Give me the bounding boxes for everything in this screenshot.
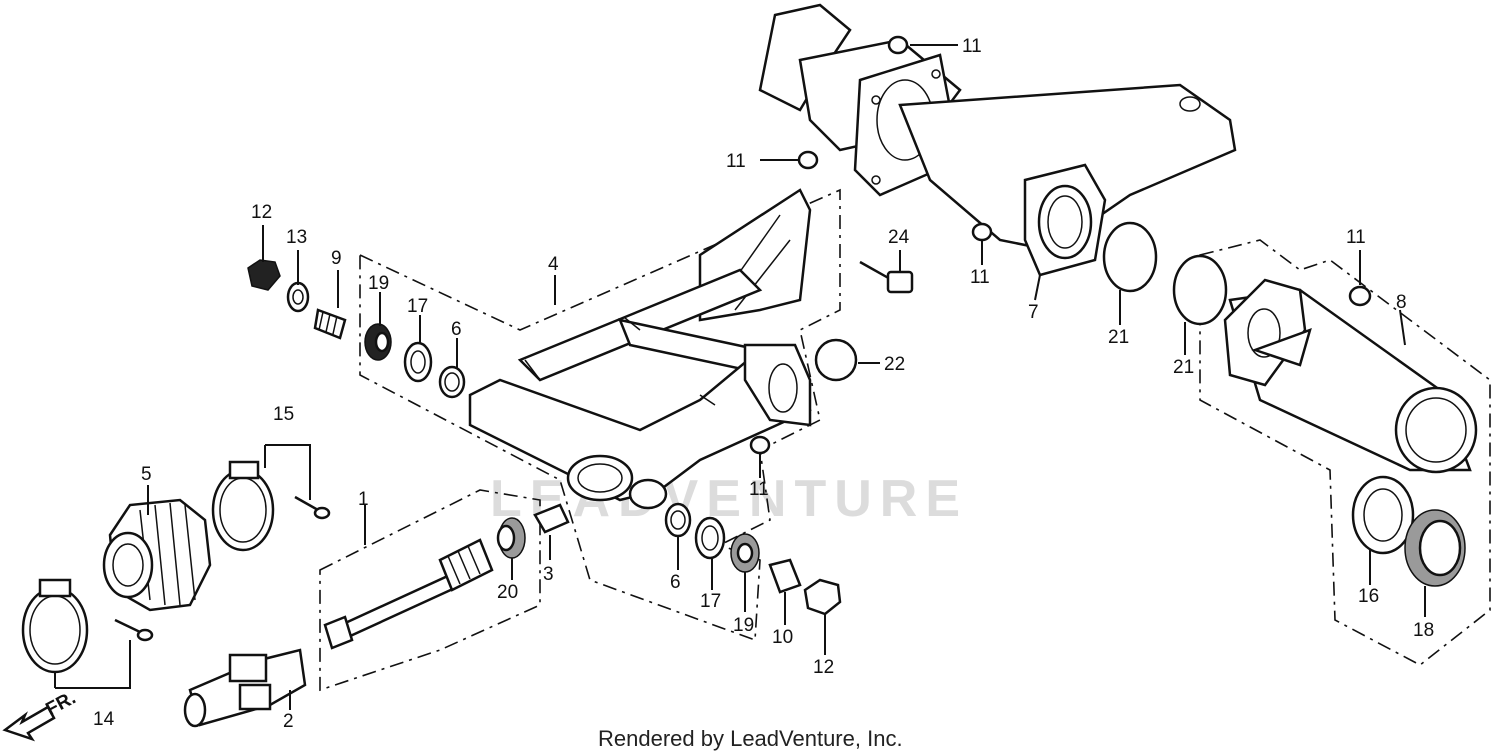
callout-24: 24 (888, 227, 910, 248)
final-drive-tube-part (1223, 278, 1478, 474)
callout-8: 8 (1396, 292, 1407, 313)
callout-13: 13 (286, 227, 307, 248)
callout-1: 1 (358, 489, 369, 510)
callout-5: 5 (141, 464, 152, 485)
callout-12-bottom: 12 (813, 657, 834, 678)
callout-11-right: 11 (1346, 227, 1366, 248)
callout-11-left: 11 (726, 151, 746, 172)
callout-9: 9 (331, 248, 342, 269)
leader-lines (54, 44, 1426, 710)
callout-2: 2 (283, 711, 294, 732)
callout-18: 18 (1413, 620, 1434, 641)
boot-part (102, 498, 212, 612)
callout-20: 20 (497, 582, 518, 603)
callout-17-bottom: 17 (700, 591, 721, 612)
callout-3: 3 (543, 564, 554, 585)
callout-6-bottom: 6 (670, 572, 681, 593)
callout-14: 14 (93, 709, 115, 730)
callout-19-bottom: 19 (733, 615, 754, 636)
callout-15: 15 (273, 404, 294, 425)
bearings-and-seals (247, 35, 1466, 616)
callout-19-top: 19 (368, 273, 389, 294)
drive-shaft-part (323, 538, 494, 650)
screw-parts (114, 260, 914, 642)
render-credit-caption: Rendered by LeadVenture, Inc. (598, 726, 903, 751)
band-clamp-part (21, 460, 275, 674)
callout-21-left: 21 (1108, 327, 1129, 348)
front-direction-arrow: FR. (2, 688, 79, 742)
callout-12-top: 12 (251, 202, 272, 223)
callout-17-top: 17 (407, 296, 428, 317)
callout-11-swingarm: 11 (749, 479, 769, 500)
callout-labels: 1 2 3 4 5 6 6 7 8 9 10 11 11 11 11 11 12… (93, 36, 1434, 732)
callout-11-mid: 11 (970, 267, 990, 288)
universal-joint-part (183, 648, 307, 728)
callout-10: 10 (772, 627, 793, 648)
group-outlines (319, 188, 1491, 692)
swingarm-part (468, 188, 812, 510)
callout-21-right: 21 (1173, 357, 1194, 378)
callout-7: 7 (1028, 302, 1039, 323)
callout-22: 22 (884, 354, 905, 375)
axle-housing-part (758, 3, 1237, 277)
callout-11-top: 11 (962, 36, 982, 57)
callout-6-top: 6 (451, 319, 462, 340)
callout-16: 16 (1358, 586, 1379, 607)
callout-4: 4 (548, 254, 559, 275)
